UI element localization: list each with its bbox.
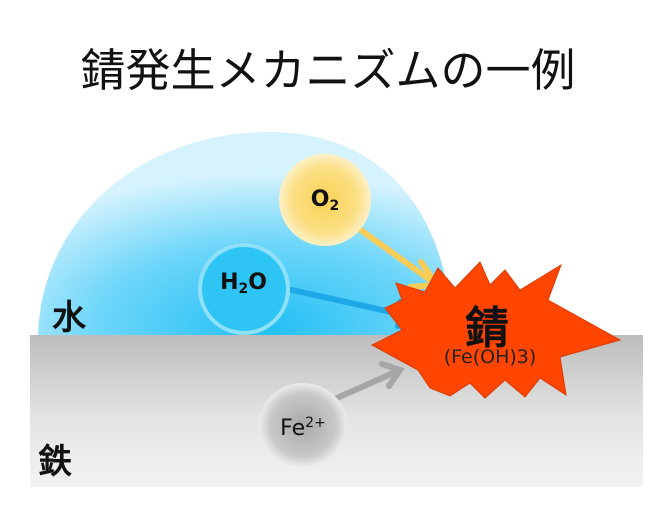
rust-formula: (Fe(OH)3) <box>443 346 537 368</box>
fe-ion <box>259 383 347 467</box>
diagram-title: 錆発生メカニズムの一例 <box>80 44 576 97</box>
o2-formula: O2 <box>280 187 370 214</box>
h2o-subscript: 2 <box>238 281 249 297</box>
fe-base: Fe <box>280 416 306 441</box>
rust-burst <box>370 261 622 399</box>
fe-charge: 2+ <box>305 415 326 431</box>
h2o-molecule <box>198 243 290 335</box>
fe-formula: Fe2+ <box>258 415 348 441</box>
fe-arrow <box>334 361 405 401</box>
o2-base: O <box>310 187 330 212</box>
h2o-o: O <box>248 270 267 295</box>
water-label: 水 <box>52 298 86 338</box>
iron-label: 鉄 <box>38 442 72 482</box>
h2o-formula: H2O <box>196 270 291 297</box>
rust-label: 錆 <box>465 303 509 354</box>
o2-molecule <box>279 154 371 246</box>
o2-subscript: 2 <box>329 198 340 214</box>
h2o-h: H <box>220 270 239 295</box>
